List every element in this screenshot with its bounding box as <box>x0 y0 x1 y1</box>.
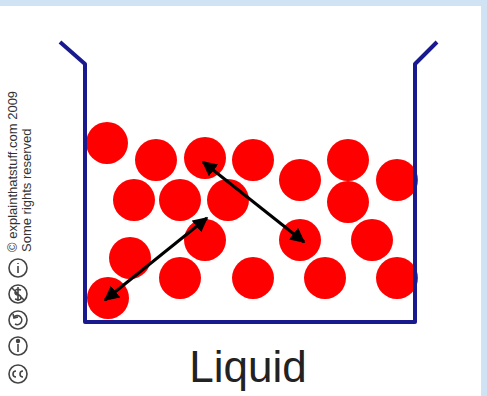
watermark-text: Some rights reserved <box>20 91 34 252</box>
state-label: Liquid <box>189 342 306 392</box>
motion-arrow <box>203 162 304 242</box>
beaker-outline <box>60 42 437 322</box>
particles <box>86 122 418 319</box>
watermark: © explainthatstuff.com 2009Some rights r… <box>6 91 34 252</box>
licence-icons <box>9 259 27 383</box>
watermark-text: © explainthatstuff.com 2009 <box>6 91 20 252</box>
motion-arrow <box>105 218 207 300</box>
top-band <box>0 0 487 6</box>
side-band <box>481 0 487 396</box>
